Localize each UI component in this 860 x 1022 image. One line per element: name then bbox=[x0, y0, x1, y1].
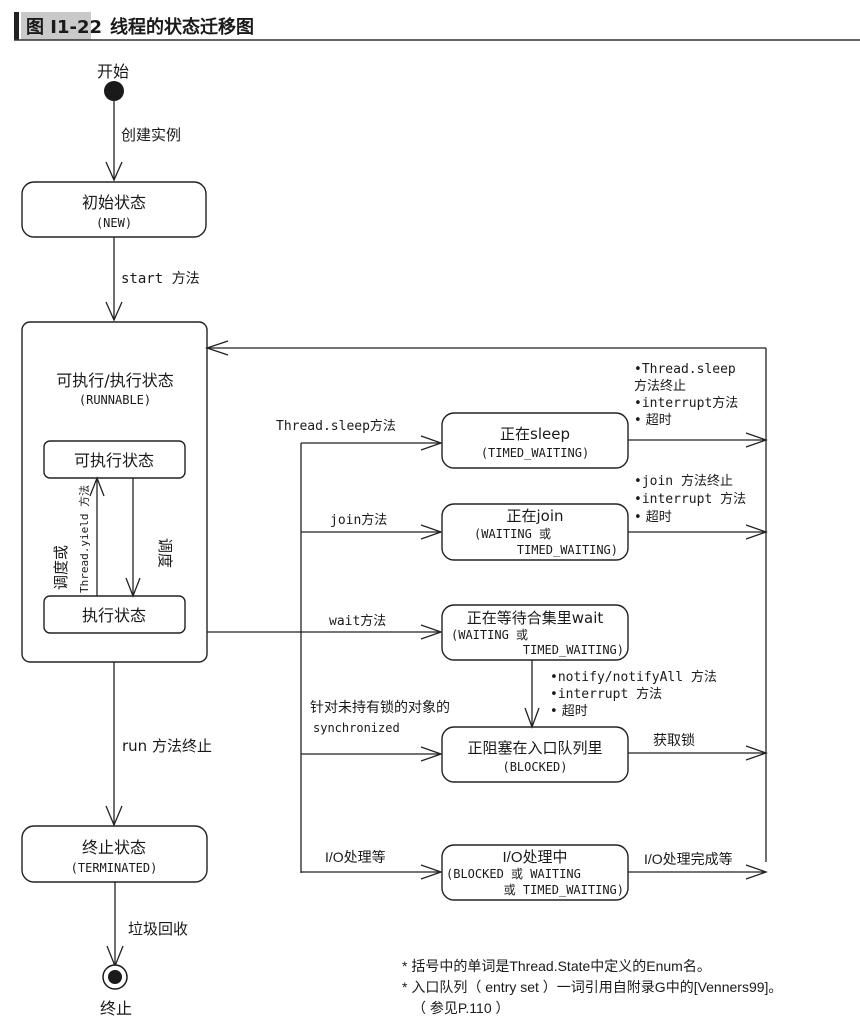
state-blocked-enum: (BLOCKED) bbox=[502, 760, 567, 774]
footnotes: * 括号中的单词是Thread.State中定义的Enum名。 * 入口队列（ … bbox=[402, 958, 782, 1016]
state-blocked-box bbox=[441, 726, 629, 783]
join-exit-line-3: • 超时 bbox=[634, 510, 672, 525]
sleep-exit-line-2: 方法终止 bbox=[634, 378, 686, 394]
sleep-exit-line-4: • 超时 bbox=[634, 413, 672, 428]
state-running-name: 执行状态 bbox=[82, 606, 146, 625]
state-waiting-enum-1: (WAITING 或 bbox=[451, 628, 528, 642]
state-waiting-enum-2: TIMED_WAITING) bbox=[523, 643, 624, 657]
label-io-call: I/O处理等 bbox=[325, 849, 386, 865]
arrowhead-sleep-exit bbox=[745, 432, 768, 448]
label-sleep-call: Thread.sleep方法 bbox=[276, 418, 396, 434]
state-joining-enum-2: TIMED_WAITING) bbox=[517, 543, 618, 557]
label-run-end: run 方法终止 bbox=[122, 737, 212, 755]
end-label: 终止 bbox=[100, 999, 132, 1018]
arrowhead-schedule bbox=[125, 577, 141, 598]
figure-title: 线程的状态迁移图 bbox=[110, 16, 254, 38]
label-sync-line1: 针对未持有锁的对象的 bbox=[310, 700, 450, 716]
arrowhead-wait bbox=[420, 624, 443, 640]
label-yield-cn: 调度或 bbox=[52, 545, 70, 590]
state-sleeping-name: 正在sleep bbox=[500, 425, 570, 443]
label-join-exit: •join 方法终止 •interrupt 方法 • 超时 bbox=[634, 473, 746, 525]
state-sleeping: 正在sleep (TIMED_WAITING) bbox=[441, 412, 629, 469]
state-blocked: 正阻塞在入口队列里 (BLOCKED) bbox=[441, 726, 629, 783]
note-2: * 入口队列（ entry set ）一词引用自附录G中的[Venners99]… bbox=[402, 979, 782, 995]
state-joining-enum-1: (WAITING 或 bbox=[474, 527, 551, 541]
sleep-exit-line-1: •Thread.sleep bbox=[634, 362, 736, 377]
state-joining-name: 正在join bbox=[506, 507, 563, 525]
wait-exit-line-2: •interrupt 方法 bbox=[550, 686, 662, 702]
end-node bbox=[108, 970, 122, 984]
header-marker bbox=[14, 12, 19, 40]
arrowhead-io-exit bbox=[745, 864, 768, 880]
label-sleep-exit: •Thread.sleep 方法终止 •interrupt方法 • 超时 bbox=[634, 362, 738, 428]
state-waiting-box bbox=[441, 604, 629, 661]
arrowhead-lock-acquired bbox=[745, 745, 768, 761]
arrowhead-create bbox=[105, 161, 123, 182]
state-waiting: 正在等待合集里wait (WAITING 或 TIMED_WAITING) bbox=[441, 604, 629, 661]
state-runnable-name: 可执行/执行状态 bbox=[56, 371, 173, 390]
label-wait-call: wait方法 bbox=[329, 613, 386, 629]
note-3: （ 参见P.110 ） bbox=[412, 1000, 510, 1016]
arrowhead-return-runnable bbox=[204, 340, 229, 356]
note-1: * 括号中的单词是Thread.State中定义的Enum名。 bbox=[402, 958, 711, 974]
state-io-enum-1: (BLOCKED 或 WAITING bbox=[446, 867, 581, 881]
label-join-call: join方法 bbox=[330, 512, 387, 528]
arrowhead-sync bbox=[420, 746, 443, 762]
state-waiting-name: 正在等待合集里wait bbox=[467, 609, 604, 627]
label-sync-line2: synchronized bbox=[313, 721, 400, 735]
label-yield-code: Thread.yield 方法 bbox=[77, 485, 91, 593]
arrowhead-start bbox=[105, 301, 123, 322]
state-blocked-name: 正阻塞在入口队列里 bbox=[467, 739, 602, 757]
label-start: start 方法 bbox=[121, 271, 200, 287]
arrowhead-sleep bbox=[420, 435, 443, 451]
state-ready-name: 可执行状态 bbox=[74, 451, 154, 470]
join-exit-line-1: •join 方法终止 bbox=[634, 473, 733, 489]
label-gc: 垃圾回收 bbox=[128, 920, 188, 938]
state-io-name: I/O处理中 bbox=[502, 849, 567, 866]
arrowhead-io bbox=[420, 864, 443, 880]
state-io-enum-2: 或 TIMED_WAITING) bbox=[504, 883, 624, 897]
state-terminated-name: 终止状态 bbox=[82, 838, 146, 857]
wait-exit-line-3: • 超时 bbox=[550, 704, 588, 719]
state-new-name: 初始状态 bbox=[82, 193, 146, 212]
arrowhead-run-end bbox=[105, 805, 123, 827]
label-wait-exit: •notify/notifyAll 方法 •interrupt 方法 • 超时 bbox=[550, 669, 717, 719]
state-ready-box bbox=[43, 440, 186, 479]
sleep-exit-line-3: •interrupt方法 bbox=[634, 395, 738, 411]
state-runnable-enum: (RUNNABLE) bbox=[79, 393, 151, 407]
state-runnable: 可执行/执行状态 (RUNNABLE) 可执行状态 执行状态 调度或 Threa… bbox=[21, 321, 208, 663]
label-create: 创建实例 bbox=[121, 126, 181, 144]
label-io-exit: I/O处理完成等 bbox=[644, 851, 733, 867]
label-lock-acquired: 获取锁 bbox=[653, 733, 695, 749]
state-new: 初始状态 (NEW) bbox=[21, 181, 207, 238]
join-exit-line-2: •interrupt 方法 bbox=[634, 491, 746, 507]
state-new-enum: (NEW) bbox=[96, 216, 132, 230]
label-schedule: 调度 bbox=[156, 538, 174, 568]
state-running-box bbox=[43, 595, 186, 634]
arrowhead-yield bbox=[89, 476, 105, 497]
state-sleeping-enum: (TIMED_WAITING) bbox=[481, 446, 589, 460]
arrowhead-join-exit bbox=[745, 524, 768, 540]
state-joining: 正在join (WAITING 或 TIMED_WAITING) bbox=[441, 503, 629, 561]
figure-header: 图 I1-22 线程的状态迁移图 bbox=[14, 12, 860, 41]
state-terminated-enum: (TERMINATED) bbox=[71, 861, 158, 875]
start-label: 开始 bbox=[97, 62, 129, 81]
figure-number: 图 I1-22 bbox=[26, 17, 102, 38]
arrowhead-notify bbox=[524, 707, 540, 729]
arrowhead-join bbox=[420, 524, 443, 540]
figure-number-tag bbox=[21, 12, 91, 40]
state-terminated: 终止状态 (TERMINATED) bbox=[21, 825, 208, 883]
wait-exit-line-1: •notify/notifyAll 方法 bbox=[550, 669, 717, 685]
state-io: I/O处理中 (BLOCKED 或 WAITING 或 TIMED_WAITIN… bbox=[441, 844, 629, 901]
start-node bbox=[104, 81, 124, 101]
